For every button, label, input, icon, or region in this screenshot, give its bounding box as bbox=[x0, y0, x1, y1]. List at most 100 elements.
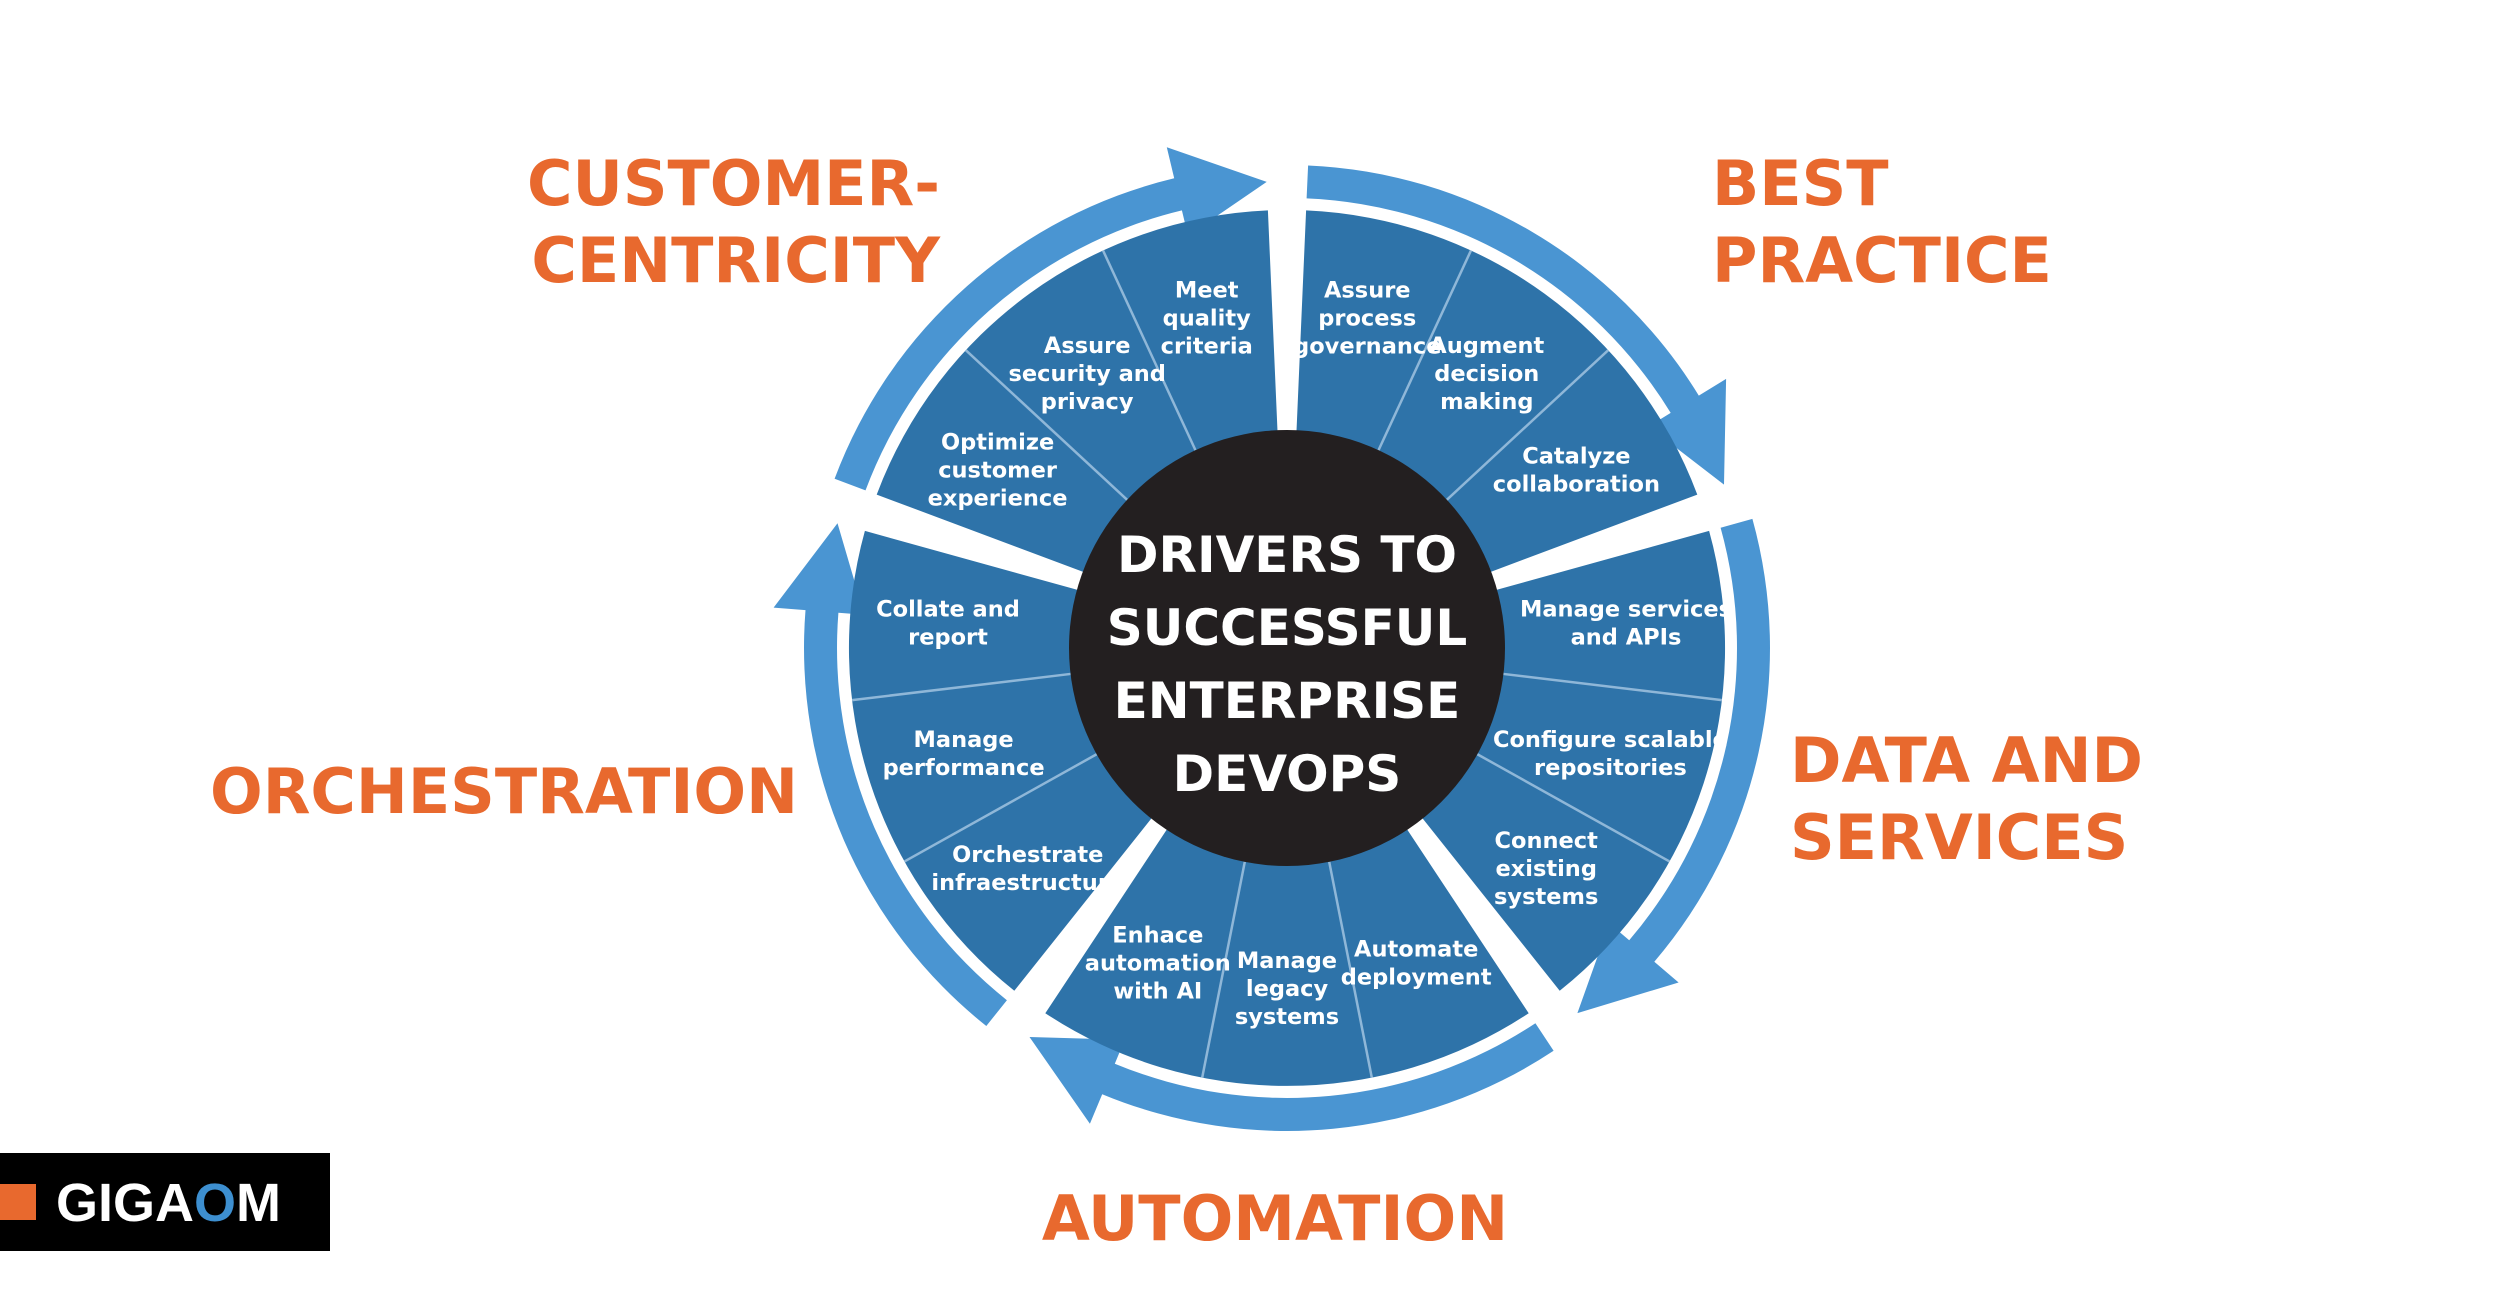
segment-orchestration-1-line-1: Orchestrate bbox=[952, 842, 1103, 868]
segment-customer-centricity-3-line-2: quality bbox=[1163, 306, 1251, 332]
center-title-line-2: SUCCESSFUL bbox=[1107, 599, 1468, 657]
wedge-automation bbox=[1045, 821, 1529, 1086]
label-orchestration-line-1: ORCHESTRATION bbox=[210, 755, 798, 828]
segment-orchestration-3-line-2: report bbox=[908, 624, 988, 650]
segment-orchestration-2-line-2: performance bbox=[883, 755, 1045, 781]
segment-best-practice-3-line-1: Catalyze bbox=[1522, 444, 1630, 470]
center-title-line-3: ENTERPRISE bbox=[1114, 672, 1461, 730]
category-labels: CUSTOMER- CENTRICITY BEST PRACTICE DATA … bbox=[210, 147, 2143, 1255]
segment-automation-2-line-1: Manage bbox=[1237, 948, 1337, 974]
segment-data-and-services-3-line-3: systems bbox=[1494, 884, 1598, 910]
segment-orchestration-1-line-2: infraestructure bbox=[931, 870, 1124, 896]
label-automation: AUTOMATION bbox=[1042, 1182, 1508, 1255]
segment-customer-centricity-1-line-1: Optimize bbox=[941, 430, 1054, 456]
segment-best-practice-1-line-3: governance bbox=[1293, 334, 1441, 360]
segment-customer-centricity-1-line-3: experience bbox=[928, 486, 1068, 512]
wedge-best-practice bbox=[1296, 210, 1698, 576]
segment-customer-centricity-2-line-1: Assure bbox=[1044, 333, 1131, 359]
segment-customer-centricity-1-line-2: customer bbox=[938, 458, 1058, 484]
wedge-data-and-services bbox=[1416, 530, 1726, 991]
center-title-line-4: DEVOPS bbox=[1173, 745, 1402, 803]
segment-best-practice-1-line-1: Assure bbox=[1324, 278, 1411, 304]
segment-customer-centricity-3-line-3: criteria bbox=[1161, 334, 1253, 360]
segment-automation-3-line-2: automation bbox=[1085, 951, 1231, 977]
segment-data-and-services-3-line-1: Connect bbox=[1495, 828, 1599, 854]
segment-best-practice-2-line-3: making bbox=[1440, 389, 1533, 415]
label-data-and-services-line-2: SERVICES bbox=[1790, 801, 2128, 874]
segment-orchestration-2-line-1: Manage bbox=[914, 727, 1014, 753]
label-best-practice-line-1: BEST bbox=[1712, 147, 1889, 220]
wedge-customer-centricity bbox=[876, 210, 1278, 576]
center-disc: DRIVERS TO SUCCESSFUL ENTERPRISE DEVOPS bbox=[1069, 430, 1505, 866]
segment-automation-2-line-2: legacy bbox=[1246, 976, 1329, 1002]
label-data-and-services-line-1: DATA AND bbox=[1790, 724, 2143, 797]
segment-best-practice-2-line-1: Augment bbox=[1429, 333, 1544, 359]
wedge-orchestration bbox=[848, 530, 1158, 991]
segment-data-and-services-1-line-1: Manage services bbox=[1520, 596, 1732, 622]
label-best-practice-line-2: PRACTICE bbox=[1712, 224, 2052, 297]
segment-data-and-services-3-line-2: existing bbox=[1495, 856, 1596, 882]
segment-automation-1-line-1: Automate bbox=[1354, 937, 1478, 963]
arrow-orchestration bbox=[773, 523, 1007, 1026]
segment-customer-centricity-3-line-1: Meet bbox=[1175, 278, 1239, 304]
arrow-automation bbox=[1029, 1023, 1554, 1131]
label-automation-line-1: AUTOMATION bbox=[1042, 1182, 1508, 1255]
gigaom-logo: GIGAOM bbox=[0, 1153, 330, 1251]
divider-data-and-services-2 bbox=[1476, 753, 1671, 863]
divider-automation-1 bbox=[1327, 861, 1374, 1078]
divider-best-practice-2 bbox=[1446, 349, 1610, 501]
divider-orchestration-2 bbox=[851, 672, 1071, 702]
segment-data-and-services-2-line-1: Configure scalable bbox=[1493, 727, 1728, 753]
divider-best-practice-1 bbox=[1377, 249, 1473, 451]
divider-customer-centricity-1 bbox=[964, 349, 1128, 501]
label-customer-centricity-line-2: CENTRICITY bbox=[531, 224, 941, 297]
arrow-data-and-services bbox=[1577, 518, 1770, 1014]
divider-data-and-services-1 bbox=[1503, 672, 1723, 702]
divider-orchestration-1 bbox=[903, 753, 1098, 863]
segment-customer-centricity-2-line-3: privacy bbox=[1041, 389, 1134, 415]
arrow-customer-centricity bbox=[834, 147, 1267, 491]
label-orchestration: ORCHESTRATION bbox=[210, 755, 798, 828]
logo-wordmark: GIGAOM bbox=[56, 1173, 281, 1233]
segment-data-and-services-2-line-2: repositories bbox=[1534, 755, 1687, 781]
label-customer-centricity-line-1: CUSTOMER- bbox=[527, 147, 940, 220]
segment-automation-3-line-3: with AI bbox=[1113, 979, 1202, 1005]
cycle-arrows bbox=[773, 147, 1770, 1131]
segment-orchestration-3-line-1: Collate and bbox=[876, 596, 1020, 622]
divider-customer-centricity-2 bbox=[1101, 249, 1197, 451]
center-title-line-1: DRIVERS TO bbox=[1117, 526, 1457, 584]
label-data-and-services: DATA AND SERVICES bbox=[1790, 724, 2143, 874]
segment-data-and-services-1-line-2: and APIs bbox=[1571, 624, 1682, 650]
logo-text-m: M bbox=[236, 1173, 281, 1233]
segment-automation-3-line-1: Enhace bbox=[1112, 923, 1203, 949]
label-customer-centricity: CUSTOMER- CENTRICITY bbox=[527, 147, 941, 297]
label-best-practice: BEST PRACTICE bbox=[1712, 147, 2052, 297]
segment-automation-2-line-3: systems bbox=[1235, 1004, 1339, 1030]
logo-text-o: O bbox=[194, 1173, 236, 1233]
ring-segments bbox=[848, 210, 1726, 1086]
logo-text-giga: GIGA bbox=[56, 1173, 194, 1233]
arrow-best-practice bbox=[1306, 165, 1727, 485]
segment-best-practice-1-line-2: process bbox=[1318, 306, 1416, 332]
segment-best-practice-3-line-2: collaboration bbox=[1493, 472, 1660, 498]
segment-best-practice-2-line-2: decision bbox=[1434, 361, 1539, 387]
segment-customer-centricity-2-line-2: security and bbox=[1009, 361, 1166, 387]
divider-automation-2 bbox=[1200, 861, 1247, 1078]
